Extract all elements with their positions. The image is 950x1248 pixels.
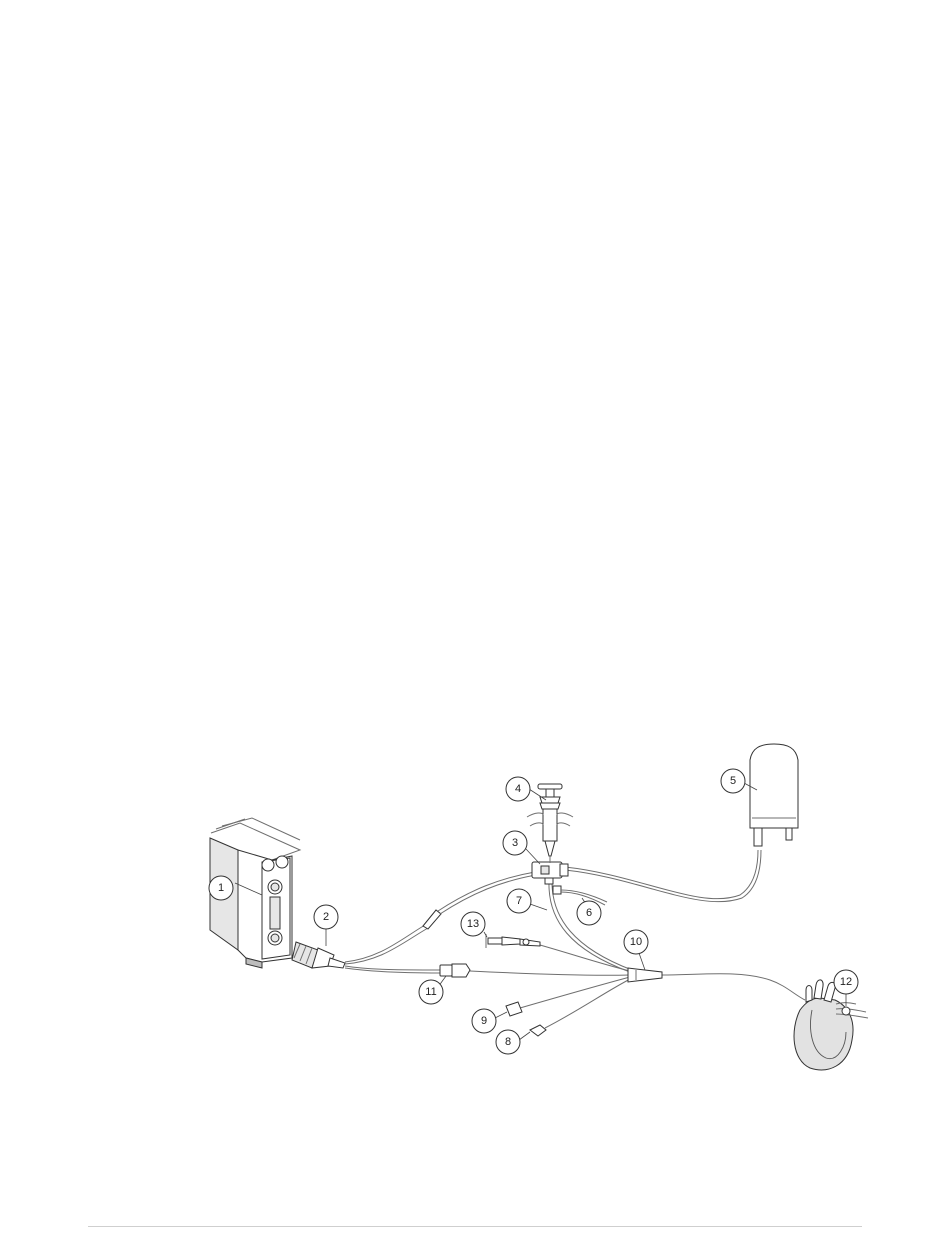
syringe-13 [486,934,540,948]
callout-10: 10 [624,930,648,954]
callout-12-label: 12 [840,976,852,988]
callout-3-label: 3 [512,837,518,849]
callout-7-label: 7 [516,895,522,907]
callout-9-label: 9 [481,1015,487,1027]
callout-13: 13 [461,912,485,936]
pressure-transducer [532,862,568,884]
callout-2-label: 2 [323,911,329,923]
flush-line-6 [553,886,607,905]
connector-8 [530,1025,546,1036]
footer-rule [88,1226,862,1227]
callout-3: 3 [503,831,527,855]
callout-2: 2 [314,905,338,929]
callout-8-label: 8 [505,1036,511,1048]
callout-10-label: 10 [630,936,642,948]
callout-7: 7 [507,889,531,913]
callout-11: 11 [419,980,443,1004]
tubing-lines [345,850,805,1028]
callout-5: 5 [721,769,745,793]
trunk-cable-connector [292,942,345,968]
callout-4-label: 4 [515,783,521,795]
callout-1: 1 [209,876,233,900]
callout-5-label: 5 [730,775,736,787]
catheter-hub [628,968,662,982]
connector-9 [506,1002,522,1016]
heart [794,980,868,1070]
callout-6: 6 [577,901,601,925]
callout-6-label: 6 [586,907,592,919]
callout-9: 9 [472,1009,496,1033]
callout-1-label: 1 [218,882,224,894]
callout-4: 4 [506,777,530,801]
inline-connector-11 [440,964,470,977]
callout-12: 12 [834,970,858,994]
callout-13-label: 13 [467,918,479,930]
syringe [527,784,573,863]
callout-11-label: 11 [425,986,436,998]
callout-8: 8 [496,1030,520,1054]
iv-bag [750,744,798,846]
